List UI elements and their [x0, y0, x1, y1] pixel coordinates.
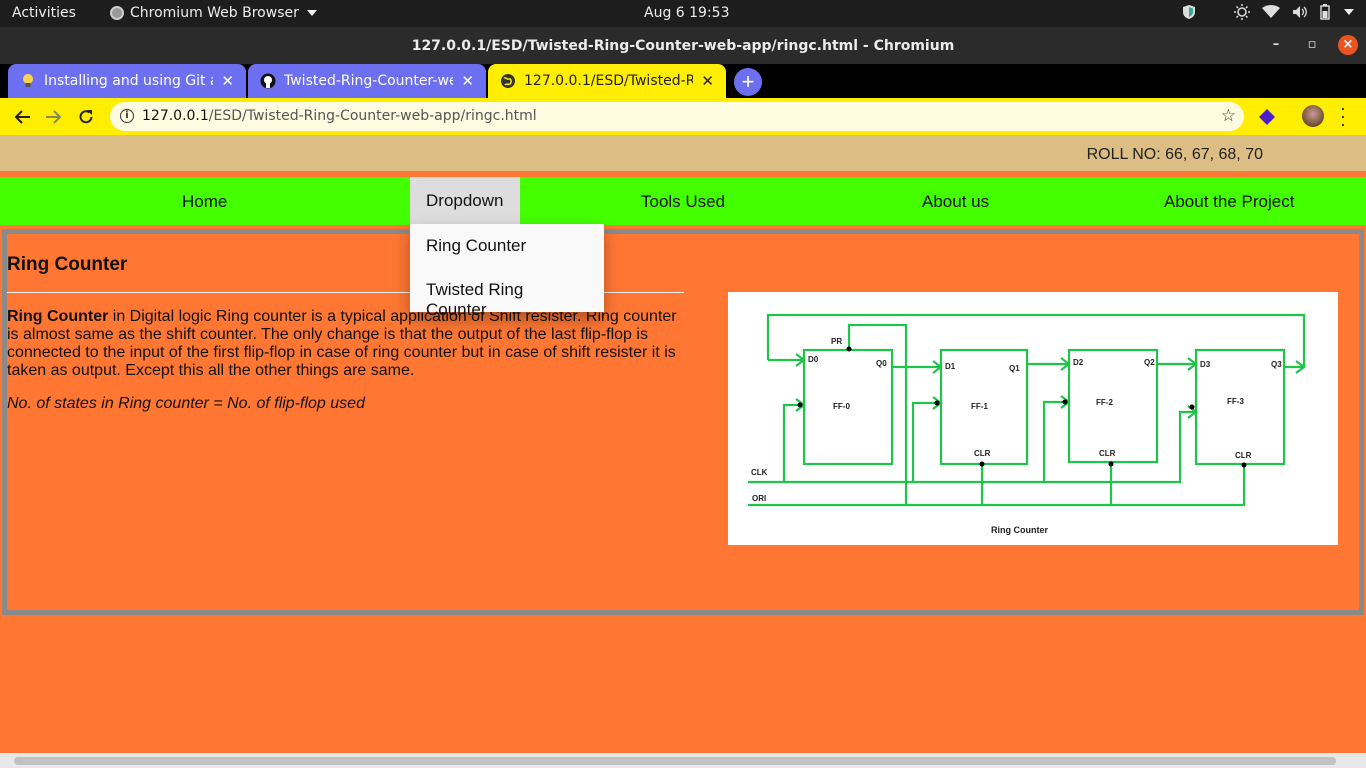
battery-icon — [1320, 4, 1330, 20]
reload-button[interactable] — [74, 105, 98, 129]
d-label: D3 — [1200, 360, 1211, 369]
q-label: Q3 — [1271, 360, 1282, 369]
term-bold: Ring Counter — [7, 308, 109, 325]
flipflop-box — [1067, 348, 1159, 464]
roll-number: ROLL NO: 66, 67, 68, 70 — [1086, 146, 1263, 163]
horizontal-scrollbar[interactable] — [0, 753, 1366, 768]
lightbulb-icon — [20, 73, 36, 89]
tab-label: 127.0.0.1/ESD/Twisted-Ring — [524, 73, 694, 89]
activities-button[interactable]: Activities — [12, 5, 76, 21]
clk-label: CLK — [751, 468, 768, 477]
url-text: 127.0.0.1/ESD/Twisted-Ring-Counter-web-a… — [142, 108, 537, 124]
arrow-left-icon — [14, 110, 30, 124]
scrollbar-thumb[interactable] — [14, 757, 1336, 765]
nav-home[interactable]: Home — [182, 192, 228, 211]
app-menu-label: Chromium Web Browser — [130, 5, 299, 21]
maximize-button[interactable]: ▫ — [1307, 37, 1317, 52]
web-page: ROLL NO: 66, 67, 68, 70 Home Dropdown To… — [0, 135, 1366, 753]
circuit-svg: PR D0 Q0 FF-0 D1 Q1 FF-1 CLR D2 Q2 FF-2 … — [748, 313, 1306, 535]
caret-down-icon — [1344, 9, 1354, 15]
tab-strip: Installing and using Git and ✕ Twisted-R… — [0, 64, 1366, 98]
tab-label: Twisted-Ring-Counter-web — [284, 73, 454, 89]
d-label: D0 — [808, 355, 819, 364]
system-top-bar: Activities Chromium Web Browser Aug 6 19… — [0, 0, 1366, 27]
clr-label: CLR — [974, 449, 991, 458]
flipflop-label: FF-0 — [833, 402, 850, 411]
globe-icon — [500, 73, 516, 89]
reload-icon — [79, 110, 93, 124]
close-tab-icon[interactable]: ✕ — [221, 72, 234, 90]
github-icon — [260, 73, 276, 89]
clr-label: CLR — [1235, 451, 1252, 460]
page-header: ROLL NO: 66, 67, 68, 70 — [0, 135, 1366, 174]
states-formula: No. of states in Ring counter = No. of f… — [7, 395, 365, 412]
q-label: Q1 — [1009, 364, 1020, 373]
diagram-caption: Ring Counter — [991, 525, 1048, 535]
d-label: D1 — [945, 362, 956, 371]
menu-kebab-icon[interactable]: ··· — [1340, 98, 1346, 134]
window-title-bar[interactable]: 127.0.0.1/ESD/Twisted-Ring-Counter-web-a… — [0, 27, 1366, 64]
volume-icon — [1293, 6, 1307, 18]
section-heading: Ring Counter — [7, 254, 128, 275]
q-label: Q0 — [876, 359, 887, 368]
brightness-icon — [1234, 4, 1250, 20]
info-icon[interactable]: i — [120, 109, 134, 123]
forward-button[interactable] — [42, 105, 66, 129]
content-panel: Ring Counter Ring Counter in Digital log… — [2, 229, 1364, 615]
address-bar[interactable]: i 127.0.0.1/ESD/Twisted-Ring-Counter-web… — [110, 102, 1244, 131]
back-button[interactable] — [10, 105, 34, 129]
close-window-button[interactable]: × — [1338, 35, 1358, 55]
flipflop-label: FF-3 — [1227, 397, 1244, 406]
new-tab-button[interactable]: + — [734, 68, 762, 96]
nav-tools-used[interactable]: Tools Used — [641, 192, 726, 211]
nav-about-us[interactable]: About us — [922, 192, 990, 211]
q-label: Q2 — [1144, 358, 1155, 367]
dropdown-menu: Ring Counter Twisted Ring Counter — [410, 224, 604, 319]
window-title: 127.0.0.1/ESD/Twisted-Ring-Counter-web-a… — [411, 38, 955, 54]
flipflop-label: FF-2 — [1096, 398, 1113, 407]
wifi-icon — [1262, 5, 1280, 18]
flipflop-label: FF-1 — [971, 402, 988, 411]
ori-label: ORI — [752, 494, 766, 503]
dropdown-item-twisted-ring-counter[interactable]: Twisted Ring Counter — [426, 280, 524, 319]
site-navbar: Home Dropdown Tools Used About us About … — [0, 177, 1366, 225]
nav-dropdown[interactable]: Dropdown — [410, 177, 520, 225]
flipflop-box — [1194, 348, 1286, 466]
browser-toolbar: i 127.0.0.1/ESD/Twisted-Ring-Counter-web… — [0, 98, 1366, 135]
tab-ringc[interactable]: 127.0.0.1/ESD/Twisted-Ring ✕ — [488, 64, 726, 98]
minimize-button[interactable]: – — [1272, 37, 1280, 52]
clr-label: CLR — [1099, 449, 1116, 458]
chromium-icon — [110, 6, 124, 20]
shield-icon — [1183, 5, 1195, 19]
bookmark-star-icon[interactable]: ☆ — [1220, 106, 1236, 126]
ring-counter-diagram: PR D0 Q0 FF-0 D1 Q1 FF-1 CLR D2 Q2 FF-2 … — [728, 292, 1338, 545]
d-label: D2 — [1073, 358, 1084, 367]
app-menu[interactable]: Chromium Web Browser — [110, 5, 317, 21]
profile-avatar[interactable] — [1302, 105, 1324, 127]
description-text: in Digital logic Ring counter is a typic… — [7, 308, 677, 379]
extension-icon[interactable] — [1258, 108, 1276, 126]
tab-label: Installing and using Git and — [44, 73, 213, 89]
clock[interactable]: Aug 6 19:53 — [644, 5, 730, 21]
caret-down-icon — [306, 10, 317, 16]
arrow-right-icon — [46, 110, 62, 124]
description-paragraph: Ring Counter in Digital logic Ring count… — [7, 308, 687, 380]
system-tray[interactable] — [1182, 4, 1354, 20]
tab-github[interactable]: Twisted-Ring-Counter-web ✕ — [248, 64, 486, 98]
tab-git[interactable]: Installing and using Git and ✕ — [8, 64, 246, 98]
nav-about-project[interactable]: About the Project — [1164, 192, 1295, 211]
pr-label: PR — [831, 337, 842, 346]
divider — [7, 292, 684, 293]
close-tab-icon[interactable]: ✕ — [461, 72, 474, 90]
close-tab-icon[interactable]: ✕ — [701, 72, 714, 90]
dropdown-item-ring-counter[interactable]: Ring Counter — [426, 236, 527, 255]
